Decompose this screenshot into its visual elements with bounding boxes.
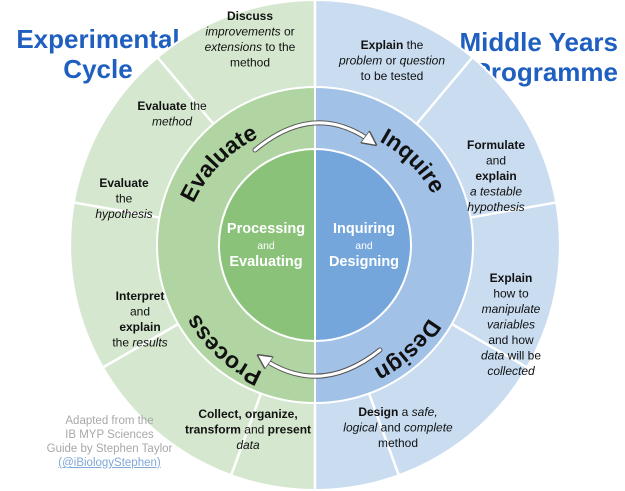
outer-text-run: extensions <box>205 40 262 54</box>
outer-text-run: variables <box>487 318 535 332</box>
outer-text-run: a <box>398 405 411 419</box>
inner-disc <box>218 147 412 343</box>
outer-text-run: data <box>481 349 505 363</box>
outer-text-run: the <box>403 38 423 52</box>
credit-line-3: Guide by Stephen Taylor <box>46 443 173 455</box>
credit-note: Adapted from the IB MYP Sciences Guide b… <box>22 414 197 470</box>
outer-text-run: transform <box>185 423 241 437</box>
credit-line-1: Adapted from the <box>65 415 154 427</box>
outer-text-run: the <box>187 99 207 113</box>
outer-text-run: explain <box>475 169 516 183</box>
outer-text-run: problem <box>338 54 382 68</box>
outer-text-run: collected <box>487 364 535 378</box>
outer-divider-280 <box>73 201 160 219</box>
outer-text-run: Evaluate <box>99 176 149 190</box>
outer-ring-dividers <box>73 0 557 490</box>
center-left-evaluating: Evaluating <box>229 254 302 270</box>
center-left-processing: Processing <box>227 221 305 237</box>
title-left-line-2: Cycle <box>63 54 133 84</box>
outer-divider-240 <box>102 322 179 369</box>
outer-text-run: method <box>378 436 418 450</box>
outer-text-run: present <box>268 423 311 437</box>
outer-text-run: explain <box>119 320 160 334</box>
center-left-and: and <box>257 240 275 252</box>
outer-text-run: complete <box>404 421 453 435</box>
title-right-line-1: Middle Years <box>459 27 619 57</box>
credit-handle-link[interactable]: (@iBiologyStephen) <box>22 456 197 470</box>
outer-divider-160 <box>367 393 400 476</box>
credit-line-2: IB MYP Sciences <box>65 429 154 441</box>
outer-text-run: hypothesis <box>467 200 524 214</box>
outer-text-run: manipulate <box>482 302 541 316</box>
outer-text-run: a testable <box>470 185 522 199</box>
outer-text-run: Collect, organize, <box>198 407 297 421</box>
outer-text-run: the <box>112 336 132 350</box>
outer-text-run: to the <box>262 40 296 54</box>
outer-text-run: and <box>241 423 268 437</box>
outer-text-run: improvements <box>205 25 280 39</box>
outer-text-run: and <box>130 305 150 319</box>
cycle-arrow-bottom-inner <box>262 348 382 378</box>
outer-text-run: Explain <box>490 271 533 285</box>
outer-text-run: Interpret <box>116 289 165 303</box>
outer-divider-320 <box>156 56 215 125</box>
outer-text-run: will be <box>504 349 541 363</box>
outer-text-run: results <box>132 336 167 350</box>
outer-divider-40 <box>415 56 474 125</box>
outer-segment-discuss: Discuss improvements or extensions to the m… <box>205 9 296 70</box>
center-right-inquiring: Inquiring <box>333 221 395 237</box>
outer-segment-evaluate-method: Evaluate the method <box>137 99 207 129</box>
outer-text-run: to be tested <box>361 69 424 83</box>
outer-text-run: Explain <box>361 38 404 52</box>
outer-text-run: the <box>116 192 133 206</box>
inner-disc-blue-half <box>314 147 412 343</box>
title-left-line-1: Experimental <box>16 24 180 54</box>
outer-text-run: question <box>400 54 446 68</box>
outer-text-run: logical <box>343 421 377 435</box>
outer-divider-200 <box>230 393 263 476</box>
outer-text-run: hypothesis <box>95 207 152 221</box>
outer-text-run: and <box>486 154 506 168</box>
center-right-and: and <box>355 240 373 252</box>
outer-text-run: Discuss <box>227 9 273 23</box>
outer-text-run: or <box>281 25 295 39</box>
outer-text-run: safe, <box>412 405 438 419</box>
outer-segment-texts: Discuss improvements or extensions to the m… <box>95 9 541 452</box>
outer-text-run: data <box>236 438 260 452</box>
outer-text-run: Design <box>358 405 398 419</box>
outer-text-run: or <box>382 54 399 68</box>
outer-divider-80 <box>470 201 557 219</box>
outer-text-run: Evaluate <box>137 99 187 113</box>
center-right-designing: Designing <box>329 254 399 270</box>
outer-text-run: Formulate <box>467 138 525 152</box>
title-experimental-cycle: Experimental Cycle <box>8 24 188 84</box>
outer-text-run: and <box>377 421 404 435</box>
outer-text-run: method <box>230 56 270 70</box>
outer-divider-120 <box>451 322 528 369</box>
cycle-arrow-top-inner <box>253 121 372 152</box>
outer-text-run: method <box>152 115 192 129</box>
outer-text-run: how to <box>493 287 529 301</box>
inner-disc-green-half <box>218 147 316 343</box>
outer-text-run: and how <box>488 333 534 347</box>
credit-handle[interactable]: (@iBiologyStephen) <box>58 457 161 469</box>
outer-segment-collect: Collect, organize, transform and present d… <box>185 407 311 452</box>
